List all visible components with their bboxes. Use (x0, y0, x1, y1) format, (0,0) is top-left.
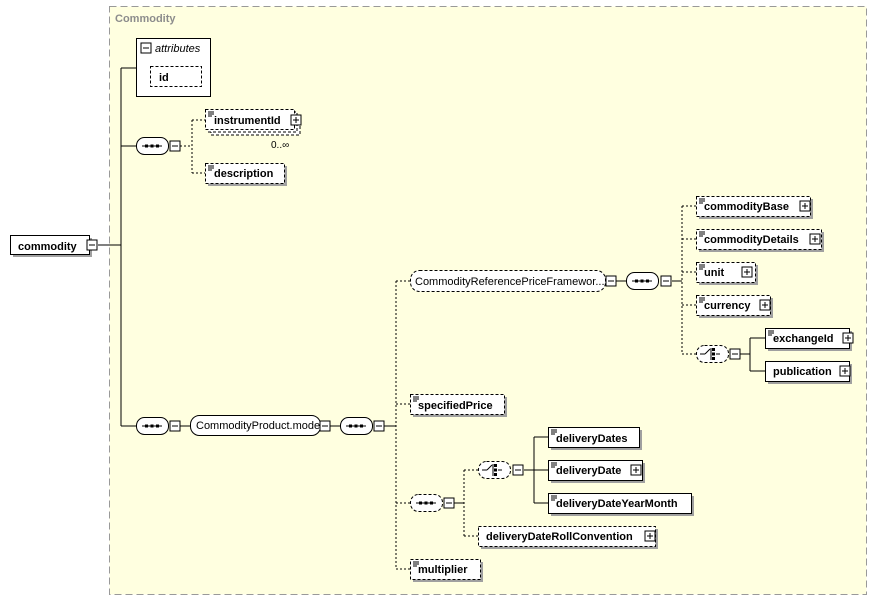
collapse-icon[interactable] (373, 420, 385, 432)
connector-lines (98, 67, 765, 570)
collapse-icon[interactable] (169, 140, 181, 152)
expand-icon[interactable] (741, 266, 753, 278)
element-label: deliveryDates (556, 433, 628, 445)
expand-icon[interactable] (799, 200, 811, 212)
collapse-icon[interactable] (512, 464, 524, 476)
element-deliverydateyearmonth[interactable]: deliveryDateYearMonth (548, 493, 695, 517)
element-label: currency (704, 300, 751, 312)
sequence-compositor (340, 417, 385, 435)
element-label: instrumentId (214, 115, 281, 127)
attributes-group: attributes id (136, 38, 211, 97)
sequence-compositor (136, 417, 181, 435)
element-label: exchangeId (773, 333, 834, 345)
collapse-icon[interactable] (443, 497, 455, 509)
element-multiplier[interactable]: multiplier (410, 559, 484, 583)
root-element-commodity[interactable]: commodity (10, 235, 98, 258)
group-label: CommodityReferencePriceFramewor... (415, 276, 605, 288)
expand-icon[interactable] (290, 114, 302, 126)
group-label: CommodityProduct.model (196, 420, 323, 432)
sequence-icon (631, 279, 653, 283)
expand-icon[interactable] (630, 464, 642, 476)
element-currency[interactable]: currency (696, 295, 774, 319)
sequence-icon (345, 424, 367, 428)
collapse-icon[interactable] (605, 275, 617, 287)
element-deliverydaterollconvention[interactable]: deliveryDateRollConvention (478, 526, 659, 550)
element-instrumentid[interactable]: instrumentId 0..∞ (205, 109, 302, 152)
element-publication[interactable]: publication (765, 361, 853, 385)
element-label: multiplier (418, 564, 468, 576)
expand-icon[interactable] (839, 365, 851, 377)
element-specifiedprice[interactable]: specifiedPrice (410, 394, 508, 418)
expand-icon[interactable] (759, 299, 771, 311)
choice-compositor (696, 345, 741, 363)
collapse-icon[interactable] (729, 348, 741, 360)
element-commoditybase[interactable]: commodityBase (696, 196, 814, 220)
collapse-icon[interactable] (86, 239, 98, 251)
element-commoditydetails[interactable]: commodityDetails (696, 229, 825, 253)
element-label: description (214, 168, 274, 180)
attributes-title: attributes (155, 43, 201, 55)
panel-title: Commodity (115, 13, 176, 25)
element-label: commodityBase (704, 201, 789, 213)
expand-icon[interactable] (842, 332, 854, 344)
collapse-icon[interactable] (140, 42, 152, 54)
element-label: commodityDetails (704, 234, 799, 246)
root-label: commodity (18, 241, 78, 253)
group-commodityproduct-model[interactable]: CommodityProduct.model (190, 415, 331, 436)
group-commodityreferencepriceframework[interactable]: CommodityReferencePriceFramewor... (410, 270, 617, 292)
cardinality-label: 0..∞ (271, 140, 289, 151)
element-label: publication (773, 366, 832, 378)
element-label: specifiedPrice (418, 400, 493, 412)
sequence-icon (141, 144, 163, 148)
collapse-icon[interactable] (319, 420, 331, 432)
choice-compositor (478, 461, 524, 479)
expand-icon[interactable] (644, 530, 656, 542)
sequence-compositor (410, 494, 455, 512)
sequence-icon (141, 424, 163, 428)
element-description[interactable]: description (205, 163, 288, 187)
element-label: deliveryDateRollConvention (486, 531, 633, 543)
element-label: deliveryDate (556, 465, 621, 477)
element-exchangeid[interactable]: exchangeId (765, 328, 854, 352)
attribute-id[interactable]: id (150, 66, 202, 87)
expand-icon[interactable] (809, 233, 821, 245)
collapse-icon[interactable] (660, 275, 672, 287)
element-unit[interactable]: unit (696, 262, 759, 286)
collapse-icon[interactable] (169, 420, 181, 432)
sequence-compositor (626, 272, 672, 290)
element-deliverydates[interactable]: deliveryDates (548, 427, 643, 451)
attribute-label: id (159, 72, 169, 84)
element-label: deliveryDateYearMonth (556, 498, 678, 510)
element-deliverydate[interactable]: deliveryDate (548, 460, 646, 484)
element-label: unit (704, 267, 724, 279)
sequence-icon (415, 501, 437, 505)
sequence-compositor (136, 137, 181, 155)
